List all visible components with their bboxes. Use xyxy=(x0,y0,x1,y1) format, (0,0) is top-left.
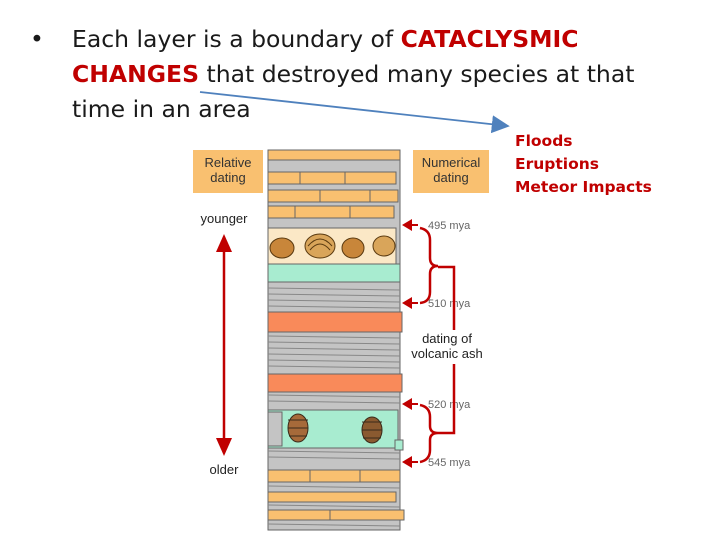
age-label-520: 520 mya xyxy=(428,399,471,411)
younger-label: younger xyxy=(201,211,249,226)
clam-fossils xyxy=(269,233,396,259)
younger-arrow-head xyxy=(216,234,232,252)
relative-label-1: Relative xyxy=(205,155,252,170)
rock-column xyxy=(267,149,405,531)
ash-label-2: volcanic ash xyxy=(411,346,483,361)
ash-connector-bottom xyxy=(438,364,456,435)
age-label-545: 545 mya xyxy=(428,457,471,469)
age-arrows xyxy=(402,219,418,468)
relative-label-2: dating xyxy=(210,170,245,185)
bullet-text-start: Each layer is a boundary of xyxy=(72,25,401,53)
bullet-text: Each layer is a boundary of CATACLYSMIC … xyxy=(72,22,692,127)
numerical-label-2: dating xyxy=(433,170,468,185)
blue-pointer-arrow xyxy=(199,91,510,134)
cataclysmic-highlight: CATACLYSMIC xyxy=(400,25,579,53)
older-label: older xyxy=(210,462,240,477)
cause-floods: Floods xyxy=(515,132,573,150)
bullet-marker: • xyxy=(30,25,44,53)
older-arrow-head xyxy=(216,438,232,456)
cataclysm-causes-list: Floods Eruptions Meteor Impacts xyxy=(515,130,652,199)
age-label-495: 495 mya xyxy=(428,220,471,232)
cause-eruptions: Eruptions xyxy=(515,155,599,173)
ash-label-1: dating of xyxy=(422,331,472,346)
numerical-dating-box xyxy=(413,150,489,193)
ash-connector-top xyxy=(438,265,456,330)
age-label-510: 510 mya xyxy=(428,298,471,310)
cause-meteor-impacts: Meteor Impacts xyxy=(515,178,652,196)
bullet-text-end: that destroyed many species at that time… xyxy=(72,60,635,123)
changes-highlight: CHANGES xyxy=(72,60,200,88)
numerical-label-1: Numerical xyxy=(422,155,481,170)
trilobite-fossils xyxy=(287,413,383,444)
relative-dating-box xyxy=(193,150,263,193)
